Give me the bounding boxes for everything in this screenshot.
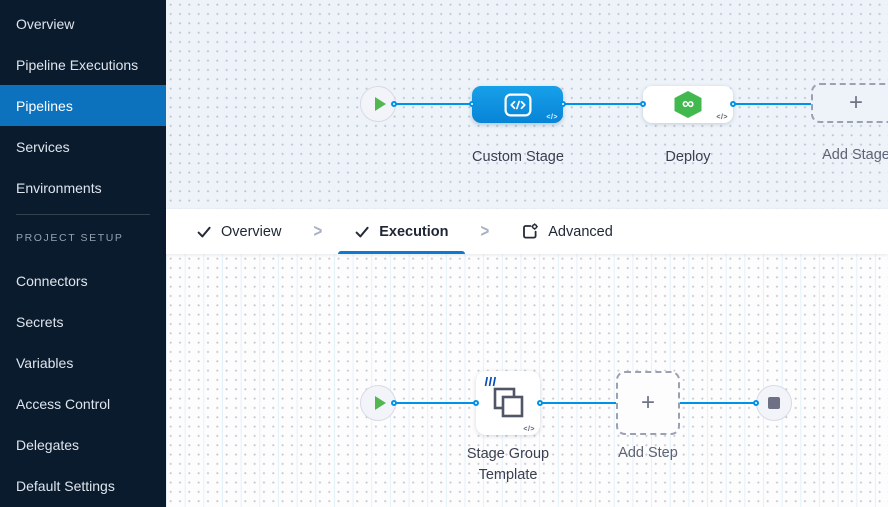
sidebar: Overview Pipeline Executions Pipelines S…	[0, 0, 166, 507]
add-stage-button[interactable]: +	[811, 83, 888, 123]
check-icon	[355, 226, 369, 237]
tab-advanced-label: Advanced	[548, 223, 613, 240]
sidebar-item-delegates[interactable]: Delegates	[16, 436, 80, 453]
custom-stage-label: Custom Stage	[472, 149, 564, 165]
sidebar-item-access-control[interactable]: Access Control	[16, 395, 111, 412]
custom-stage-node[interactable]: </>	[472, 86, 563, 123]
link-port[interactable]	[753, 400, 759, 406]
sidebar-item-overview[interactable]: Overview	[16, 15, 75, 32]
sidebar-item-variables[interactable]: Variables	[16, 354, 74, 371]
play-icon	[374, 97, 386, 111]
sidebar-item-default-settings[interactable]: Default Settings	[16, 477, 115, 494]
add-stage-label: Add Stage	[822, 147, 888, 163]
link-port[interactable]	[537, 400, 543, 406]
link-port[interactable]	[640, 101, 646, 107]
tab-overview-label: Overview	[221, 223, 282, 240]
code-badge-icon: </>	[523, 426, 535, 433]
add-step-button[interactable]: +	[616, 371, 680, 435]
chevron-right-icon: >	[313, 220, 323, 243]
deploy-stage-label: Deploy	[665, 149, 711, 165]
advanced-settings-icon	[523, 223, 539, 239]
link-port[interactable]	[560, 101, 566, 107]
tab-overview[interactable]: Overview	[178, 209, 299, 254]
stage-group-template-label: Stage Group Template	[466, 446, 550, 483]
plus-icon: +	[640, 389, 655, 416]
code-badge-icon: </>	[716, 114, 728, 121]
tab-execution[interactable]: Execution	[336, 209, 466, 254]
link-port[interactable]	[469, 101, 475, 107]
chevron-right-icon: >	[480, 220, 490, 243]
plus-icon: +	[848, 89, 863, 116]
link-port[interactable]	[730, 101, 736, 107]
stage-tabbar: Overview > Execution > Advanced	[166, 209, 888, 254]
sidebar-item-environments[interactable]: Environments	[16, 179, 102, 196]
add-step-label: Add Step	[618, 445, 678, 461]
stage-group-template-node[interactable]: </>	[476, 371, 540, 435]
check-icon	[197, 226, 211, 237]
link-port[interactable]	[391, 101, 397, 107]
pipeline-stage-canvas: </> ∞ </> + Custom Stage Deploy Add Stag…	[166, 0, 888, 209]
pipeline-start-node[interactable]	[360, 86, 396, 122]
custom-stage-code-icon	[504, 93, 531, 116]
tab-advanced[interactable]: Advanced	[503, 209, 631, 254]
cd-infinity-hexagon-icon: ∞	[674, 91, 702, 118]
link-port[interactable]	[473, 400, 479, 406]
sidebar-item-services[interactable]: Services	[16, 138, 70, 155]
code-badge-icon: </>	[546, 114, 558, 121]
stage-group-icon	[493, 387, 524, 418]
deploy-stage-node[interactable]: ∞ </>	[643, 86, 733, 123]
play-icon	[374, 396, 386, 410]
execution-flow-line	[378, 402, 774, 404]
execution-end-node[interactable]	[756, 385, 792, 421]
sidebar-divider	[16, 214, 150, 215]
sidebar-item-secrets[interactable]: Secrets	[16, 313, 64, 330]
project-setup-section-label: PROJECT SETUP	[16, 232, 124, 244]
stage-flow-line	[378, 103, 888, 105]
sidebar-item-pipelines[interactable]: Pipelines	[0, 85, 166, 126]
tab-execution-label: Execution	[379, 223, 449, 240]
main-content: </> ∞ </> + Custom Stage Deploy Add Stag…	[166, 0, 888, 507]
link-port[interactable]	[391, 400, 397, 406]
template-bars-icon	[484, 376, 497, 387]
stop-icon	[768, 397, 780, 409]
sidebar-item-connectors[interactable]: Connectors	[16, 272, 88, 289]
execution-step-canvas: </> + Stage Group Template Add Step	[166, 254, 888, 507]
sidebar-item-pipeline-executions[interactable]: Pipeline Executions	[16, 56, 139, 73]
